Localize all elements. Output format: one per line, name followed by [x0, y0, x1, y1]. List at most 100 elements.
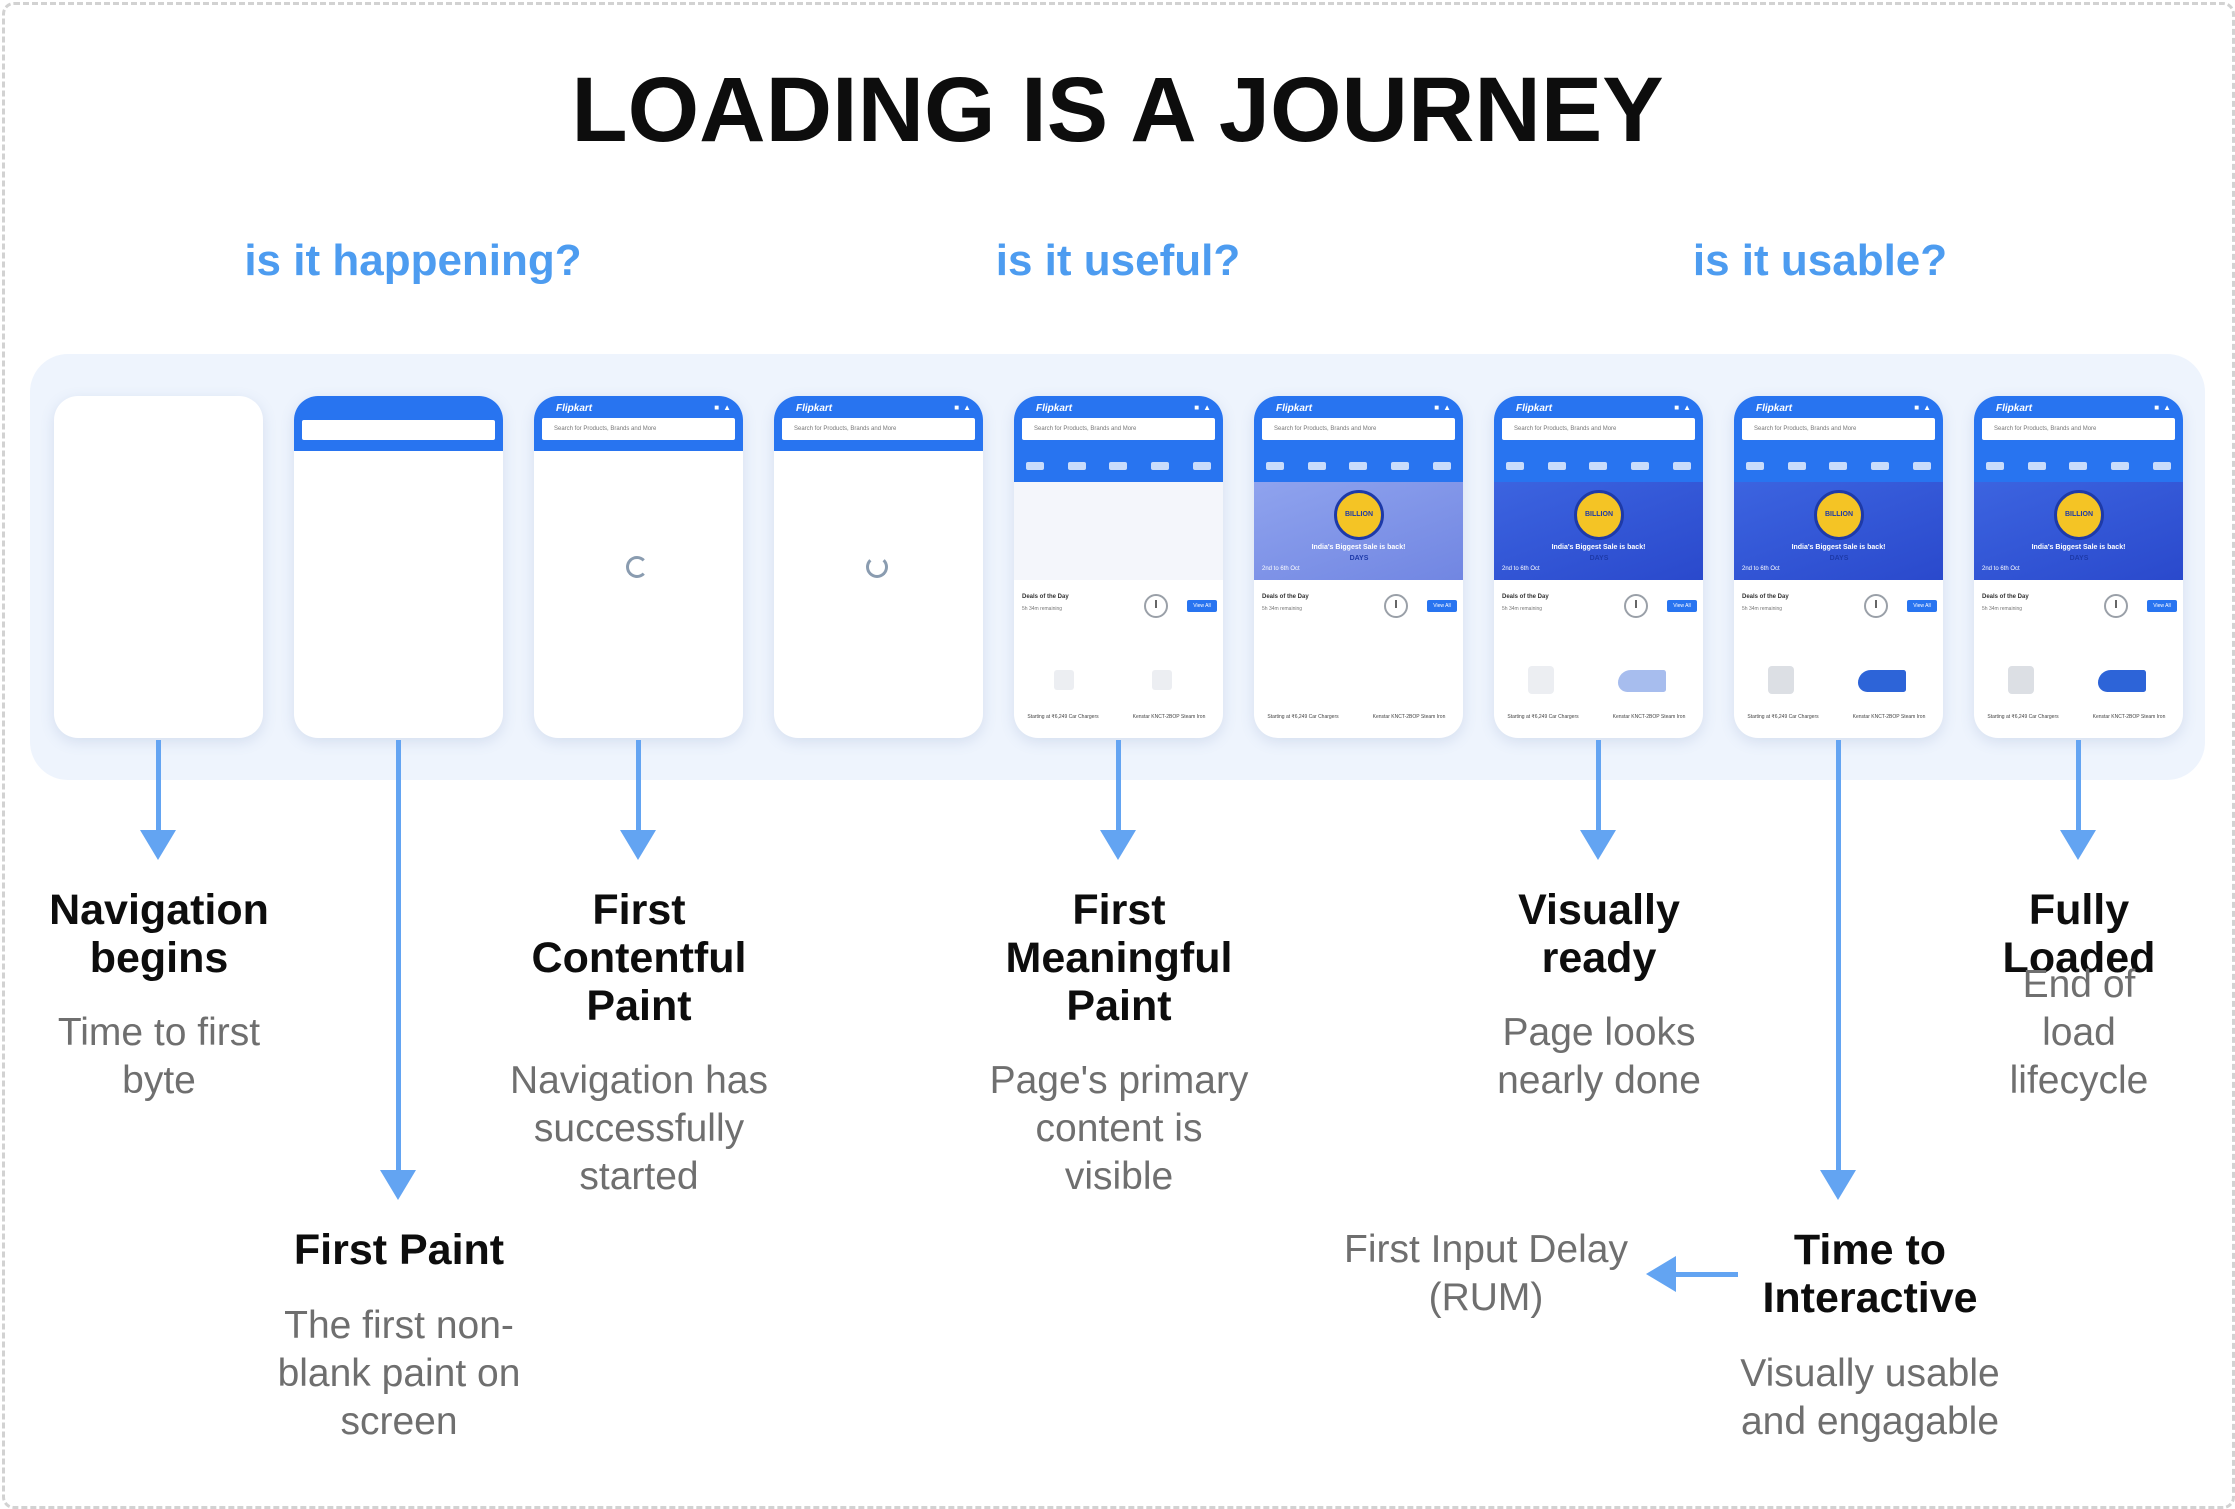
milestone-first-contentful-paint: First Contentful Paint	[531, 886, 747, 1030]
banner-text: India's Biggest Sale is back!	[2031, 544, 2126, 551]
product-caption: Kenstar KNCT-2BOP Steam Iron	[1612, 714, 1686, 720]
loading-spinner-icon	[866, 556, 888, 578]
question-usable: is it usable?	[1692, 236, 1948, 285]
phone-logo: Flipkart	[1516, 403, 1553, 414]
sale-banner: BILLION DAYS India's Biggest Sale is bac…	[1254, 482, 1463, 580]
product-caption: Kenstar KNCT-2BOP Steam Iron	[1372, 714, 1446, 720]
deals-remaining: 5h 34m remaining	[1262, 606, 1303, 612]
milestone-visually-ready: Visually ready	[1518, 886, 1680, 982]
car-charger-image	[1994, 656, 2054, 706]
phone-header: Flipkart ■▲ Search for Products, Brands …	[1494, 396, 1703, 482]
deals-remaining: 5h 34m remaining	[1502, 606, 1543, 612]
phone-logo: Flipkart	[796, 403, 833, 414]
phone-header: Flipkart ■▲ Search for Products, Brands …	[774, 396, 983, 451]
phone-logo: Flipkart	[1756, 403, 1793, 414]
deals-title: Deals of the Day	[1742, 594, 1789, 600]
car-charger-image	[1754, 656, 1814, 706]
deals-title: Deals of the Day	[1262, 594, 1309, 600]
desc-visually-ready: Page looks nearly done	[1497, 1011, 1701, 1102]
deals-remaining: 5h 34m remaining	[1742, 606, 1783, 612]
deals-remaining: 5h 34m remaining	[1022, 606, 1063, 612]
phone-header: Flipkart ■▲ Search for Products, Brands …	[1734, 396, 1943, 482]
view-all-button: View All	[1907, 600, 1937, 612]
category-icons	[1254, 452, 1463, 480]
banner-text: India's Biggest Sale is back!	[1791, 544, 1886, 551]
question-happening: is it happening?	[244, 236, 582, 285]
milestone-time-to-interactive: Time to Interactive	[1762, 1226, 1978, 1322]
category-icons	[1734, 452, 1943, 480]
milestone-first-paint: First Paint	[293, 1226, 505, 1274]
product-caption: Starting at ₹6,249 Car Chargers	[1987, 714, 2059, 720]
cart-icon: ■▲	[2154, 403, 2175, 412]
cart-icon: ■▲	[954, 403, 975, 412]
arrow-navigation-begins	[156, 740, 161, 832]
question-useful: is it useful?	[995, 236, 1241, 285]
clock-icon	[2104, 594, 2128, 618]
frame-banner-loading: Flipkart ■▲ Search for Products, Brands …	[1254, 396, 1463, 738]
phone-search-bar: Search for Products, Brands and More	[542, 418, 735, 440]
frame-blank	[54, 396, 263, 738]
arrow-first-input-delay	[1672, 1272, 1738, 1277]
banner-text: India's Biggest Sale is back!	[1311, 544, 1406, 551]
arrow-head	[1580, 830, 1616, 860]
milestone-first-meaningful-paint: First Meaningful Paint	[1005, 886, 1233, 1030]
banner-placeholder	[1014, 482, 1223, 580]
arrow-first-paint	[396, 740, 401, 1172]
frame-visually-ready: Flipkart ■▲ Search for Products, Brands …	[1494, 396, 1703, 738]
phone-header	[294, 396, 503, 451]
deals-title: Deals of the Day	[1982, 594, 2029, 600]
banner-date: 2nd to 6th Oct	[1262, 566, 1300, 572]
phone-logo: Flipkart	[1996, 403, 2033, 414]
product-image-placeholder	[1034, 656, 1094, 706]
desc-first-input-delay: First Input Delay (RUM)	[1344, 1228, 1628, 1319]
frame-time-to-interactive: Flipkart ■▲ Search for Products, Brands …	[1734, 396, 1943, 738]
product-caption: Starting at ₹6,249 Car Chargers	[1267, 714, 1339, 720]
deals-section: Deals of the Day 5h 34m remaining View A…	[1734, 586, 1943, 644]
clock-icon	[1384, 594, 1408, 618]
deals-section: Deals of the Day 5h 34m remaining View A…	[1014, 586, 1223, 644]
milestone-fully-loaded: Fully Loaded	[2002, 886, 2156, 982]
sale-banner: BILLION DAYS India's Biggest Sale is bac…	[1494, 482, 1703, 580]
product-caption: Starting at ₹6,249 Car Chargers	[1507, 714, 1579, 720]
arrow-visually-ready	[1596, 740, 1601, 832]
deals-section: Deals of the Day 5h 34m remaining View A…	[1974, 586, 2183, 644]
arrow-fully-loaded	[2076, 740, 2081, 832]
desc-first-paint: The first non- blank paint on screen	[277, 1304, 521, 1443]
cart-icon: ■▲	[1194, 403, 1215, 412]
phone-search-bar: Search for Products, Brands and More	[1262, 418, 1455, 440]
desc-navigation-begins: Time to first byte	[57, 1011, 261, 1102]
banner-date: 2nd to 6th Oct	[1982, 566, 2020, 572]
milestone-navigation-begins: Navigation begins	[49, 886, 269, 982]
phone-header: Flipkart ■▲ Search for Products, Brands …	[1254, 396, 1463, 482]
arrow-head	[2060, 830, 2096, 860]
cart-icon: ■▲	[714, 403, 735, 412]
deals-section: Deals of the Day 5h 34m remaining View A…	[1254, 586, 1463, 644]
clock-icon	[1864, 594, 1888, 618]
diagram-title: LOADING IS A JOURNEY	[571, 59, 1664, 161]
sale-banner: BILLION DAYS India's Biggest Sale is bac…	[1734, 482, 1943, 580]
phone-logo: Flipkart	[556, 403, 593, 414]
phone-search-bar: Search for Products, Brands and More	[1022, 418, 1215, 440]
loading-spinner-icon	[626, 556, 648, 578]
phone-logo: Flipkart	[1036, 403, 1073, 414]
phone-search-bar	[302, 420, 495, 440]
frame-fully-loaded: Flipkart ■▲ Search for Products, Brands …	[1974, 396, 2183, 738]
steam-iron-image	[2092, 656, 2152, 706]
phone-header: Flipkart ■▲ Search for Products, Brands …	[1014, 396, 1223, 482]
banner-text: India's Biggest Sale is back!	[1551, 544, 1646, 551]
billion-days-badge: BILLION DAYS	[2054, 490, 2104, 562]
product-caption: Starting at ₹6,249 Car Chargers	[1747, 714, 1819, 720]
phone-logo: Flipkart	[1276, 403, 1313, 414]
category-icons	[1014, 452, 1223, 480]
frame-first-contentful-paint: Flipkart ■▲ Search for Products, Brands …	[534, 396, 743, 738]
category-icons	[1974, 452, 2183, 480]
arrow-head	[140, 830, 176, 860]
desc-time-to-interactive: Visually usable and engagable	[1740, 1352, 2000, 1443]
phone-header: Flipkart ■▲ Search for Products, Brands …	[1974, 396, 2183, 482]
arrow-head	[1646, 1256, 1676, 1292]
arrow-head	[380, 1170, 416, 1200]
cart-icon: ■▲	[1914, 403, 1935, 412]
category-icons	[1494, 452, 1703, 480]
view-all-button: View All	[2147, 600, 2177, 612]
